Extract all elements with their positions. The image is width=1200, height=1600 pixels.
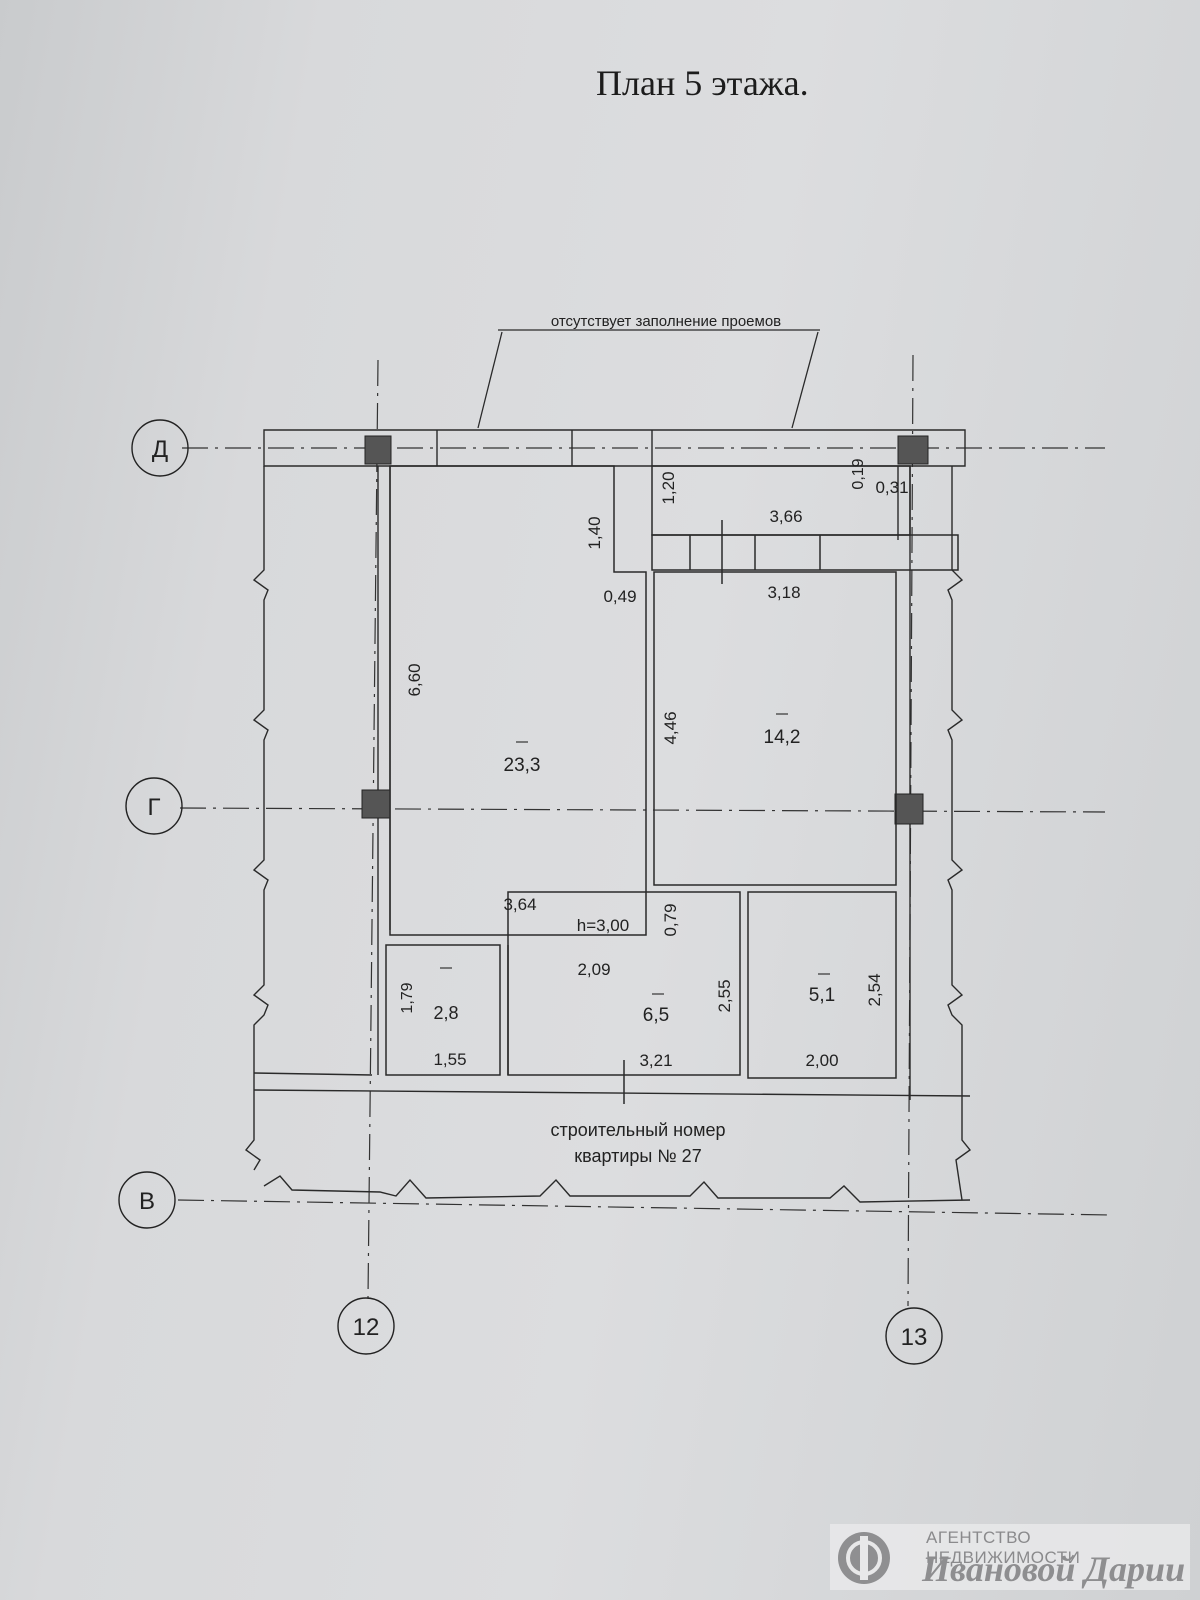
axis-line-v — [177, 1199, 1111, 1216]
room-bedroom-outline — [653, 571, 897, 886]
axis-line-g — [179, 807, 1106, 813]
axis-marker-13 — [885, 1307, 943, 1365]
height-label: h=3,00 — [577, 916, 629, 935]
bottom-break-line — [263, 1175, 971, 1203]
plan-title: План 5 этажа. — [596, 63, 809, 103]
kitchen-area: 5,1 — [809, 985, 835, 1006]
apartment-label-line2: квартиры № 27 — [574, 1146, 701, 1166]
balcony-length: 3,66 — [769, 507, 802, 526]
bath-width: 1,55 — [433, 1050, 466, 1069]
agency-logo-icon — [838, 1532, 890, 1584]
dim-0-49: 0,49 — [603, 587, 636, 606]
dim-0-19: 0,19 — [850, 458, 867, 489]
room-living-outline — [389, 465, 647, 936]
living-width: 3,64 — [503, 895, 536, 914]
note-openings: отсутствует заполнение проемов — [551, 313, 781, 330]
axis-label-13: 13 — [901, 1324, 928, 1351]
axis-label-v: В — [139, 1188, 155, 1215]
top-wall — [263, 429, 966, 467]
right-break-line — [947, 466, 972, 1201]
axis-line-12 — [367, 359, 379, 1299]
axis-marker-d — [131, 419, 189, 477]
apartment-label-line1: строительный номер — [551, 1120, 726, 1140]
agency-name-line1: АГЕНТСТВО НЕДВИЖИМОСТИ — [926, 1528, 1081, 1567]
bedroom-length: 4,46 — [661, 711, 680, 744]
hall-width: 3,21 — [639, 1051, 672, 1070]
axis-label-d: Д — [152, 436, 168, 463]
dim-0-31: 0,31 — [875, 478, 908, 497]
corridor-strip — [651, 534, 959, 571]
bath-length: 1,79 — [399, 982, 416, 1013]
dim-1-40: 1,40 — [585, 516, 604, 549]
note-leader-right — [791, 331, 819, 429]
room-kitchen-outline — [747, 891, 897, 1079]
agency-name-line2: Ивановой Дарии — [922, 1549, 1186, 1589]
dim-0-79: 0,79 — [661, 903, 680, 936]
column-d13 — [897, 435, 929, 465]
kitchen-length: 2,54 — [865, 973, 884, 1006]
balcony-width: 1,20 — [659, 471, 678, 504]
bedroom-area: 14,2 — [764, 727, 801, 748]
axis-marker-12 — [337, 1297, 395, 1355]
note-leader-left — [477, 331, 503, 429]
hall-length: 2,55 — [715, 979, 734, 1012]
living-area: 23,3 — [504, 755, 541, 776]
column-d12 — [364, 435, 392, 465]
hall-top: 2,09 — [577, 960, 610, 979]
column-g12 — [361, 789, 391, 819]
kitchen-width: 2,00 — [805, 1051, 838, 1070]
column-g13 — [894, 793, 924, 825]
agency-watermark: АГЕНТСТВО НЕДВИЖИМОСТИ Ивановой Дарии — [830, 1524, 1190, 1590]
hall-area: 6,5 — [643, 1005, 669, 1026]
living-length: 6,60 — [405, 663, 424, 696]
axis-marker-v — [118, 1171, 176, 1229]
room-bath-outline — [385, 944, 501, 1076]
bath-area: 2,8 — [433, 1003, 458, 1023]
bedroom-width: 3,18 — [767, 583, 800, 602]
axis-marker-g — [125, 777, 183, 835]
left-break-line — [244, 466, 269, 1171]
axis-label-12: 12 — [353, 1314, 380, 1341]
axis-label-g: Г — [148, 794, 161, 821]
